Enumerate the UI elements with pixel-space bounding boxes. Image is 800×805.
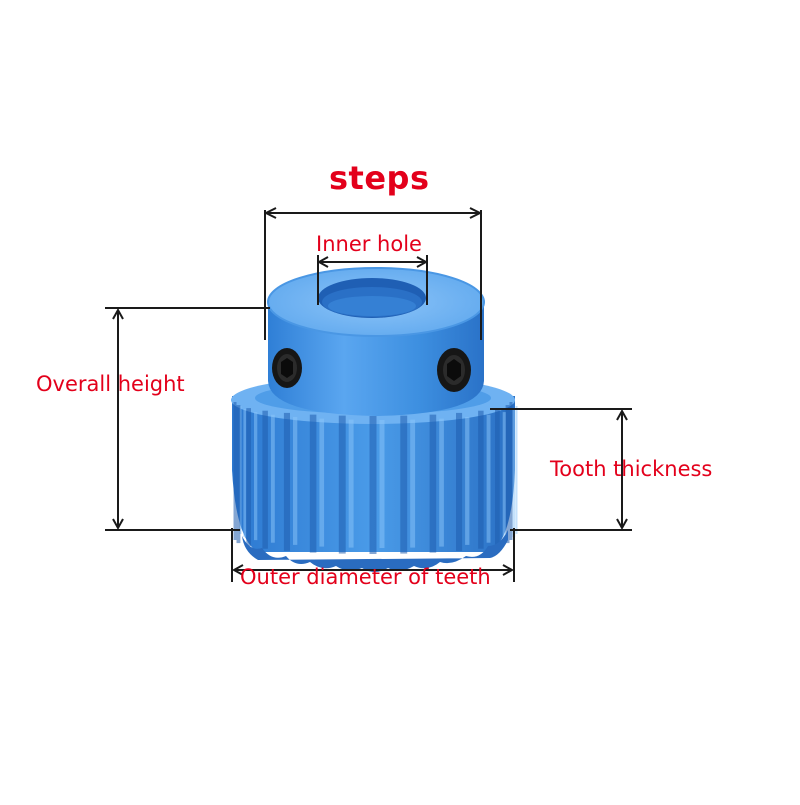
tooth-highlight — [293, 416, 298, 545]
dimension-lines — [105, 207, 632, 582]
tooth-highlight — [379, 420, 385, 548]
steps-dimension — [263, 207, 483, 340]
tooth-groove — [478, 410, 484, 549]
overall-height-label: Overall height — [36, 372, 185, 396]
tooth-highlight — [410, 419, 416, 548]
outer-diameter-dimension — [231, 528, 515, 582]
tooth-highlight — [270, 414, 275, 543]
tooth-groove — [236, 405, 241, 544]
tooth-highlight — [254, 412, 258, 541]
tooth-groove — [505, 405, 510, 544]
tooth-groove — [509, 402, 513, 540]
inner-hole — [318, 278, 426, 318]
outer-diameter-label: Outer diameter of teeth — [240, 565, 491, 589]
tooth-highlight — [486, 414, 491, 543]
tooth-groove — [400, 415, 408, 554]
tooth-groove — [233, 402, 237, 540]
set-screw-right-icon — [437, 348, 471, 392]
tooth-groove — [309, 414, 317, 553]
tooth-groove — [456, 412, 463, 551]
tooth-highlight — [319, 418, 325, 547]
inner-hole-label: Inner hole — [316, 232, 422, 256]
tooth-groove — [495, 408, 500, 547]
overall-height-dimension — [105, 307, 270, 531]
inner-hole-dimension — [316, 255, 429, 305]
tooth-highlight — [348, 419, 354, 548]
tooth-highlight — [243, 409, 247, 538]
tooth-highlight — [465, 416, 470, 545]
tooth-highlight — [515, 406, 518, 534]
tooth-groove — [338, 415, 346, 554]
tooth-groove — [262, 410, 268, 549]
tooth-groove — [283, 412, 290, 551]
tooth-thickness-dimension — [490, 408, 632, 531]
tooth-highlight — [239, 406, 242, 534]
tooth-groove — [429, 414, 437, 553]
tooth-groove — [369, 416, 377, 554]
tooth-thickness-label: Tooth thickness — [550, 457, 713, 481]
tooth-groove — [246, 408, 251, 547]
set-screw-left-icon — [272, 348, 302, 388]
tooth-highlight — [512, 409, 516, 538]
tooth-highlight — [502, 412, 506, 541]
tooth-grooves — [233, 402, 518, 554]
steps-label: steps — [329, 159, 430, 197]
tooth-highlight — [439, 418, 444, 547]
